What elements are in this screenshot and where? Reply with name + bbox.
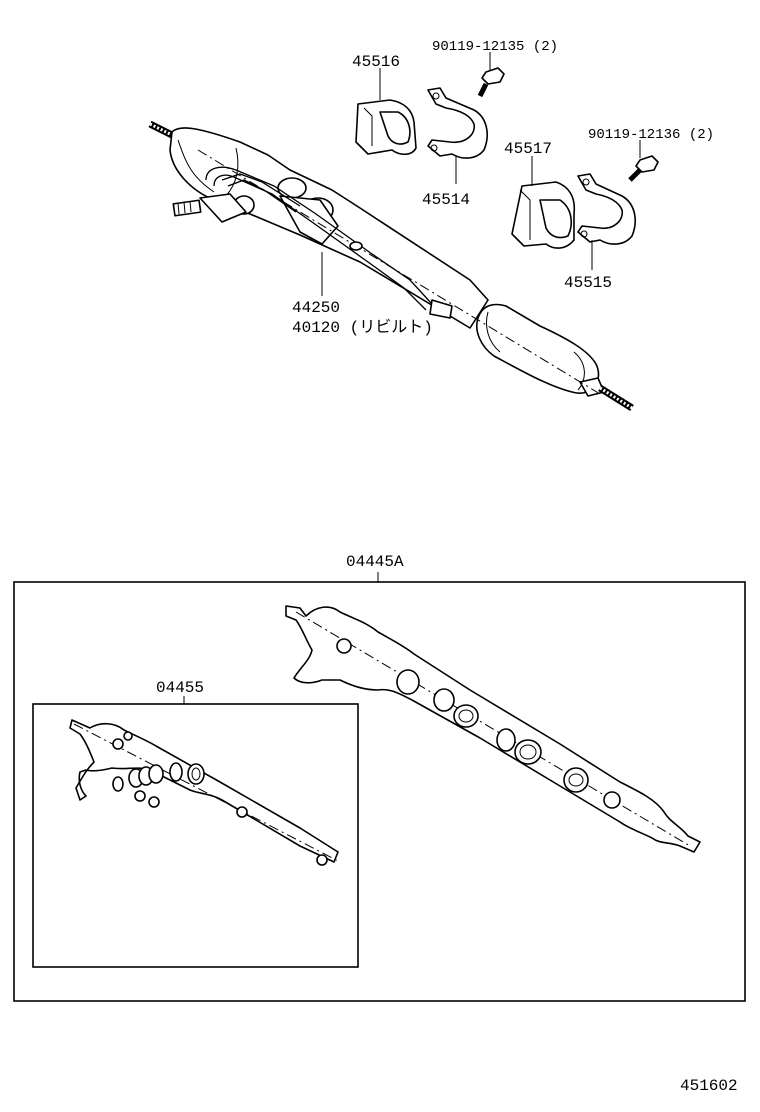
bracket-lower: [577, 173, 636, 245]
seal-kit-housing-outline: [69, 719, 341, 866]
figure-code: 451602: [680, 1077, 738, 1095]
gasket-kit-housing-outline: [285, 605, 701, 853]
bushing-upper: [355, 99, 417, 156]
callout-bolt-lower: 90119-12136 (2): [588, 127, 714, 143]
callout-bushing-upper: 45516: [352, 53, 400, 71]
rack-boot: [476, 303, 600, 394]
bolt-upper: [477, 67, 505, 98]
pinion-input-shaft: [172, 199, 202, 217]
pressure-tubes: [205, 166, 453, 319]
callout-rack-assembly: 40120 (リビルト): [292, 318, 433, 337]
gasket-kit-frame: [13, 581, 746, 1002]
callout-seal-kit: 04455: [156, 679, 204, 697]
callout-bolt-upper: 90119-12135 (2): [432, 39, 558, 55]
right-tie-rod-end: [579, 377, 634, 411]
seal-kit-frame: [32, 703, 359, 968]
steering-rack-assembly: [148, 120, 634, 411]
bushing-lower: [511, 181, 576, 249]
bracket-upper: [427, 87, 488, 159]
callout-bracket-upper: 45514: [422, 191, 470, 209]
leader-lines-top: [321, 52, 641, 296]
callout-bushing-lower: 45517: [504, 140, 552, 158]
callout-gasket-kit: 04445A: [346, 553, 404, 571]
callout-bracket-lower: 45515: [564, 274, 612, 292]
callout-tube: 44250: [292, 299, 340, 317]
bolt-lower: [628, 155, 659, 182]
